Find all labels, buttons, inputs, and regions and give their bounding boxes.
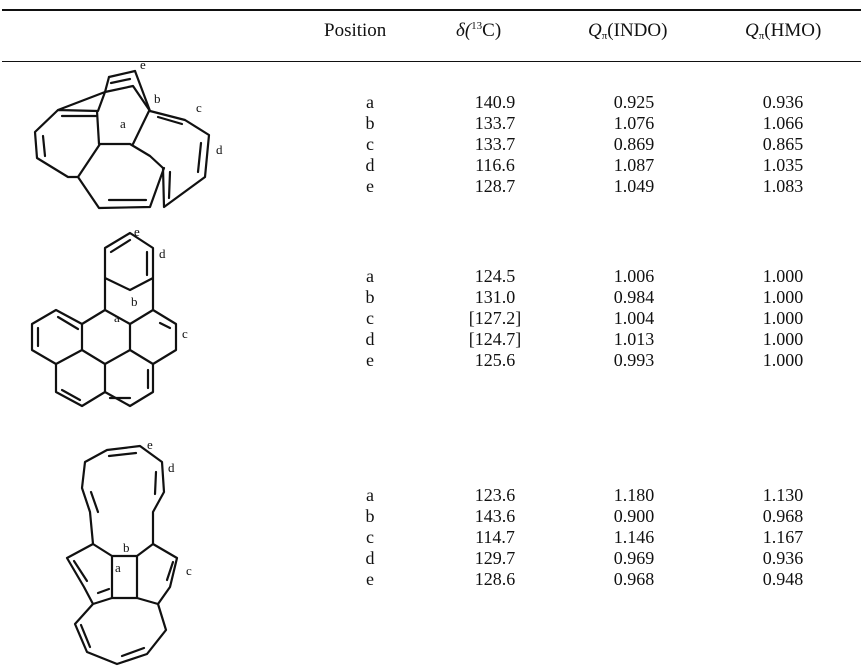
q-hmo-cell: 0.865	[762, 134, 804, 154]
header-q-indo: Qπ(INDO)	[588, 20, 668, 42]
position-cell: a	[366, 92, 374, 112]
position-cell: a	[366, 485, 374, 505]
atom-label: c	[182, 326, 188, 341]
atom-label: a	[115, 560, 121, 575]
position-cell: b	[365, 113, 375, 133]
q-hmo-cell: 1.000	[762, 329, 804, 349]
q-hmo-cell: 0.968	[762, 506, 804, 526]
position-cell: e	[366, 569, 374, 589]
q-indo-cell: 0.968	[613, 569, 655, 589]
header-chemical-shift: δ(13C)	[456, 20, 502, 41]
q-indo-cell: 1.146	[613, 527, 655, 547]
q-hmo-cell: 1.000	[762, 266, 804, 286]
header-position: Position	[324, 20, 387, 41]
chemical-shift-cell: 129.7	[474, 548, 516, 568]
q-indo-cell: 0.984	[613, 287, 655, 307]
q-indo-cell: 1.087	[613, 155, 655, 175]
chemical-shift-cell: 124.5	[474, 266, 516, 286]
atom-label: b	[123, 540, 130, 555]
position-cell: a	[366, 266, 374, 286]
position-cell: b	[365, 287, 375, 307]
position-cell: c	[366, 134, 374, 154]
chemical-shift-cell: 128.7	[474, 176, 516, 196]
atom-label: d	[168, 460, 175, 475]
position-cell: c	[366, 527, 374, 547]
q-indo-cell: 0.993	[613, 350, 655, 370]
table-top-rule	[2, 9, 861, 11]
q-indo-cell: 1.049	[613, 176, 655, 196]
atom-label: a	[114, 310, 120, 325]
position-cell: e	[366, 176, 374, 196]
position-cell: d	[365, 548, 375, 568]
q-hmo-cell: 1.000	[762, 350, 804, 370]
q-hmo-cell: 0.948	[762, 569, 804, 589]
q-indo-cell: 0.869	[613, 134, 655, 154]
atom-label: b	[154, 91, 161, 106]
chemical-shift-cell: [124.7]	[468, 329, 522, 349]
q-hmo-cell: 1.000	[762, 287, 804, 307]
q-indo-cell: 1.013	[613, 329, 655, 349]
q-indo-cell: 0.900	[613, 506, 655, 526]
molecule-structure-2: a b c d e	[30, 224, 188, 408]
chemical-shift-cell: 123.6	[474, 485, 516, 505]
atom-label: e	[140, 57, 146, 72]
chemical-shift-cell: 114.7	[475, 527, 515, 547]
q-hmo-cell: 1.066	[762, 113, 804, 133]
position-cell: b	[365, 506, 375, 526]
q-hmo-cell: 1.000	[762, 308, 804, 328]
molecule-structure-3: a b c d e	[65, 437, 192, 666]
q-hmo-cell: 1.130	[762, 485, 804, 505]
q-hmo-cell: 1.035	[762, 155, 804, 175]
chemical-shift-cell: 140.9	[474, 92, 516, 112]
atom-label: d	[159, 246, 166, 261]
atom-label: c	[196, 100, 202, 115]
atom-label: e	[147, 437, 153, 452]
q-hmo-cell: 0.936	[762, 92, 804, 112]
molecule-structure-1: a b c d e	[33, 57, 223, 210]
q-hmo-cell: 1.167	[762, 527, 804, 547]
q-indo-cell: 1.180	[613, 485, 655, 505]
q-hmo-cell: 0.936	[762, 548, 804, 568]
chemical-shift-cell: 131.0	[474, 287, 516, 307]
q-indo-cell: 0.925	[613, 92, 655, 112]
q-hmo-cell: 1.083	[762, 176, 804, 196]
atom-label: d	[216, 142, 223, 157]
chemical-shift-cell: 128.6	[474, 569, 516, 589]
chemical-shift-cell: 133.7	[474, 134, 516, 154]
header-q-hmo: Qπ(HMO)	[745, 20, 822, 42]
chemical-shift-cell: 143.6	[474, 506, 516, 526]
position-cell: d	[365, 329, 375, 349]
q-indo-cell: 1.076	[613, 113, 655, 133]
q-indo-cell: 1.006	[613, 266, 655, 286]
position-cell: c	[366, 308, 374, 328]
table-header-rule	[2, 61, 861, 62]
q-indo-cell: 1.004	[613, 308, 655, 328]
q-indo-cell: 0.969	[613, 548, 655, 568]
chemical-shift-cell: 125.6	[474, 350, 516, 370]
atom-label: e	[134, 224, 140, 239]
atom-label: c	[186, 563, 192, 578]
atom-label: a	[120, 116, 126, 131]
position-cell: d	[365, 155, 375, 175]
chemical-shift-cell: 116.6	[475, 155, 515, 175]
atom-label: b	[131, 294, 138, 309]
position-cell: e	[366, 350, 374, 370]
chemical-shift-cell: [127.2]	[468, 308, 522, 328]
chemical-shift-cell: 133.7	[474, 113, 516, 133]
